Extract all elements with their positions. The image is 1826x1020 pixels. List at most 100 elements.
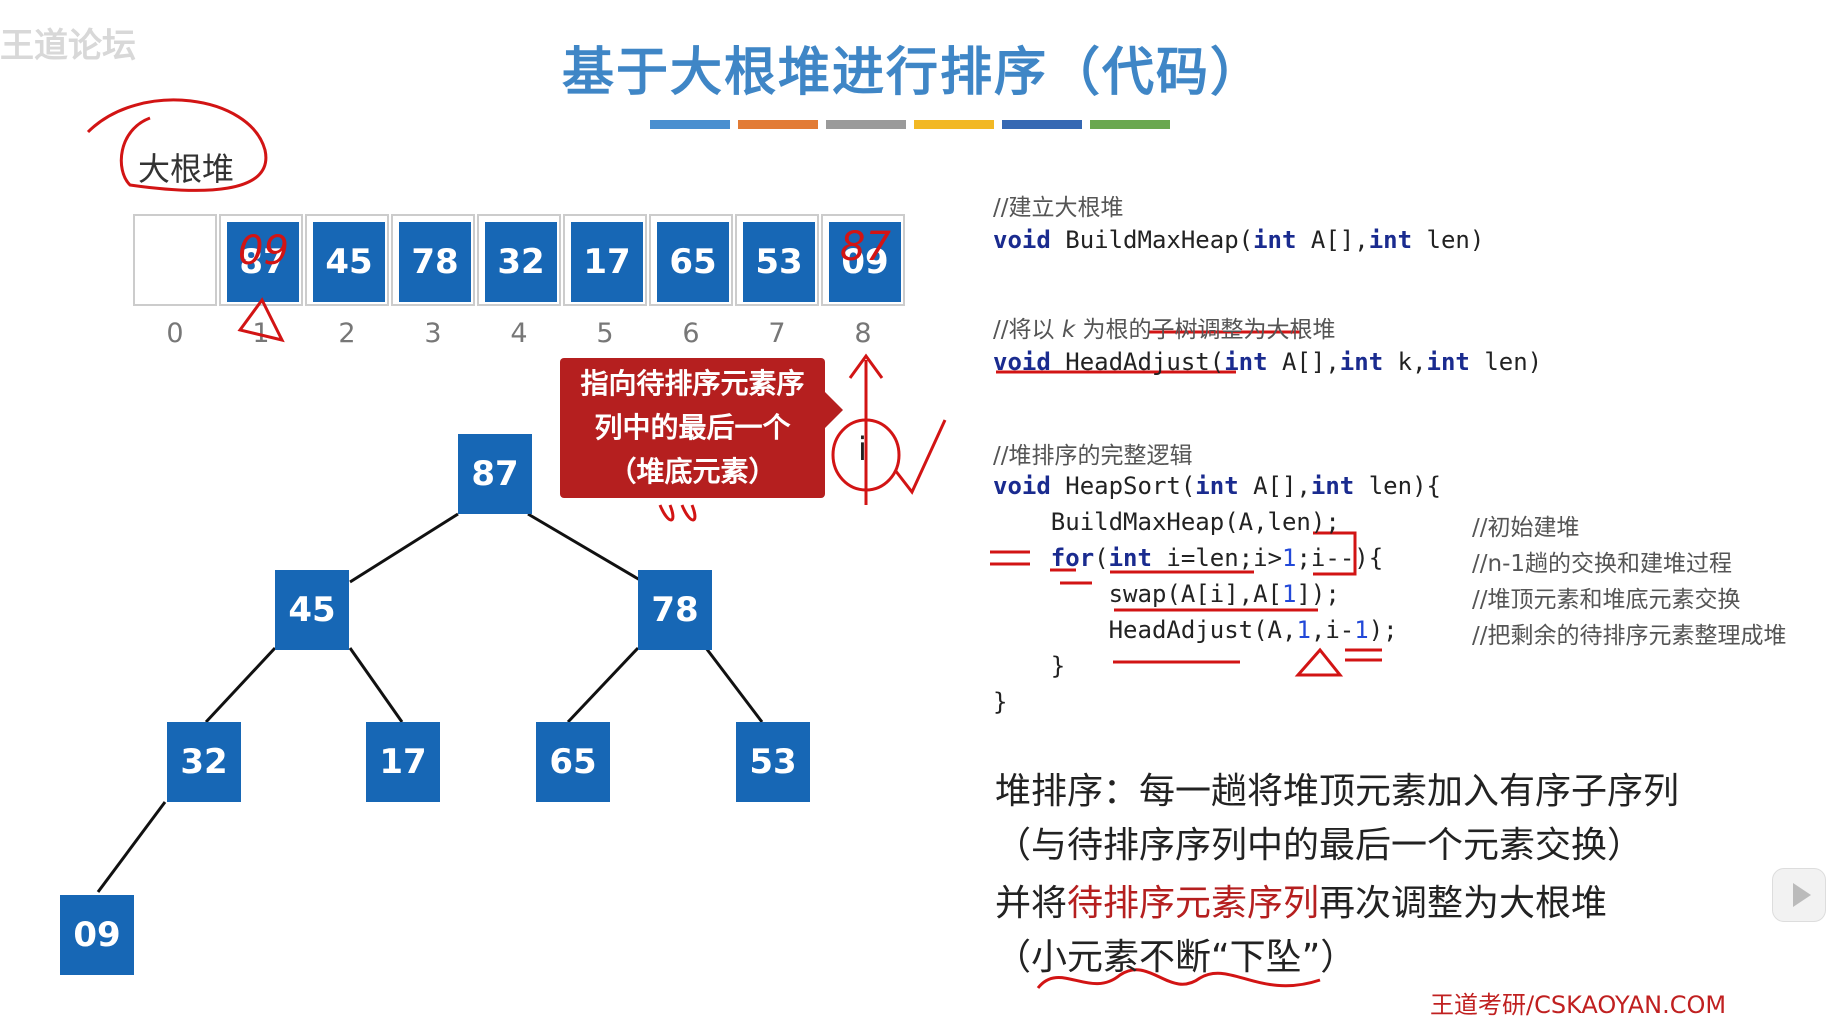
code-text: ]);	[1296, 580, 1340, 608]
array-index: 8	[854, 318, 872, 349]
code-number: 1	[1354, 616, 1369, 644]
code-comment: //初始建堆	[1472, 508, 1580, 542]
array-index: 5	[596, 318, 614, 349]
code-text: HeadAdjust(A,	[993, 616, 1297, 644]
accent-bar	[826, 120, 906, 129]
callout-line: 列中的最后一个	[594, 411, 791, 444]
keyword: int	[1310, 472, 1355, 500]
comment-text: //n-1趟的交换和建堆过程	[1472, 551, 1733, 577]
code-text: HeadAdjust(	[1050, 348, 1225, 376]
code-line: }	[993, 652, 1065, 680]
code-line: void HeapSort(int A[],int len){	[993, 472, 1441, 500]
play-button[interactable]	[1772, 868, 1826, 922]
code-comment: //把剩余的待排序元素整理成堆	[1472, 616, 1787, 650]
code-text: ,i-	[1310, 616, 1355, 644]
keyword: int	[1195, 472, 1239, 500]
accent-bar	[914, 120, 994, 129]
accent-bar	[1090, 120, 1170, 129]
heap-label: 大根堆	[138, 150, 235, 188]
code-text: len){	[1354, 472, 1441, 500]
array-value: 45	[313, 222, 385, 302]
footer-brand: 王道考研/CSKAOYAN.COM	[1430, 991, 1727, 1019]
callout-arrow	[825, 392, 843, 428]
array-value: 65	[657, 222, 729, 302]
array-cell-8: 09	[821, 214, 905, 306]
tree-node: 65	[536, 722, 610, 802]
code-text: ;i--){	[1296, 544, 1384, 572]
array-index: 0	[166, 318, 184, 349]
array-value: 78	[399, 222, 471, 302]
code-number: 1	[1281, 580, 1297, 608]
tree-node: 78	[638, 570, 712, 650]
keyword: void	[993, 226, 1051, 254]
tree-edges	[96, 512, 764, 893]
code-line: }	[993, 688, 1007, 716]
keyword: int	[1339, 348, 1384, 376]
keyword: int	[1108, 544, 1152, 572]
summary-highlight: 待排序元素序列	[1067, 883, 1320, 924]
code-text: A[],	[1238, 472, 1311, 500]
tree-node: 53	[736, 722, 810, 802]
code-number: 1	[1296, 616, 1311, 644]
keyword: for	[1050, 544, 1095, 572]
keyword: int	[1426, 348, 1470, 376]
array-index: 4	[510, 318, 528, 349]
code-text: );	[1368, 616, 1398, 644]
array-cell-3: 78	[391, 214, 475, 306]
array-cell-0	[133, 214, 217, 306]
array-cell-2: 45	[305, 214, 389, 306]
comment-text: //堆排序的完整逻辑	[993, 443, 1193, 469]
comment-text: 为根的子树调整为大根堆	[1075, 317, 1336, 343]
play-icon	[1793, 883, 1811, 907]
keyword: int	[1224, 348, 1268, 376]
code-number: 1	[1282, 544, 1297, 572]
array-index: 7	[768, 318, 786, 349]
handwritten-swap-note: 09	[238, 228, 289, 274]
code-comment: //将以 k 为根的子树调整为大根堆	[993, 310, 1335, 344]
tree-node: 09	[60, 895, 134, 975]
code-text: A[],	[1296, 226, 1369, 254]
code-comment: //n-1趟的交换和建堆过程	[1472, 544, 1732, 578]
callout-line: （堆底元素）	[608, 455, 777, 488]
array-value: 17	[571, 222, 643, 302]
code-line: HeadAdjust(A,1,i-1);	[993, 616, 1398, 644]
summary-text: 再次调整为大根堆	[1319, 883, 1608, 924]
code-text: }	[993, 688, 1008, 716]
array-cell-4: 32	[477, 214, 561, 306]
tree-node-root: 87	[458, 434, 532, 514]
code-text: }	[993, 652, 1066, 680]
summary-line: （与待排序序列中的最后一个元素交换）	[995, 825, 1644, 866]
code-text: len)	[1412, 226, 1485, 254]
array-value: 53	[743, 222, 815, 302]
code-line: void BuildMaxHeap(int A[],int len)	[993, 226, 1484, 254]
keyword: int	[1368, 226, 1413, 254]
callout-line: 指向待排序元素序	[580, 367, 805, 400]
keyword: void	[993, 472, 1051, 500]
array-index: 6	[682, 318, 700, 349]
array-index: 3	[424, 318, 442, 349]
code-line: swap(A[i],A[1]);	[993, 580, 1340, 608]
accent-bar	[738, 120, 818, 129]
pointer-i: i	[858, 430, 867, 468]
comment-text: k	[1061, 317, 1076, 343]
handwritten-swap-note: 87	[840, 224, 891, 270]
code-line: void HeadAdjust(int A[],int k,int len)	[993, 348, 1542, 376]
summary-line: 堆排序：每一趟将堆顶元素加入有序子序列	[995, 771, 1680, 812]
array-value: 32	[485, 222, 557, 302]
handwriting	[86, 98, 1382, 989]
code-text: (	[1094, 544, 1109, 572]
slide-title: 基于大根堆进行排序（代码）	[561, 43, 1264, 103]
comment-text: //初始建堆	[1472, 515, 1580, 541]
comment-text: //将以	[993, 317, 1062, 343]
array-cell-5: 17	[563, 214, 647, 306]
code-text: len)	[1469, 348, 1543, 376]
code-text: i=len;i>	[1151, 544, 1283, 572]
code-text: k,	[1383, 348, 1427, 376]
code-comment: //堆顶元素和堆底元素交换	[1472, 580, 1741, 614]
comment-text: //把剩余的待排序元素整理成堆	[1472, 623, 1787, 649]
watermark: 王道论坛	[0, 26, 136, 66]
keyword: int	[1253, 226, 1297, 254]
array-cell-1: 87	[219, 214, 303, 306]
code-text	[993, 544, 1051, 572]
keyword: void	[993, 348, 1051, 376]
